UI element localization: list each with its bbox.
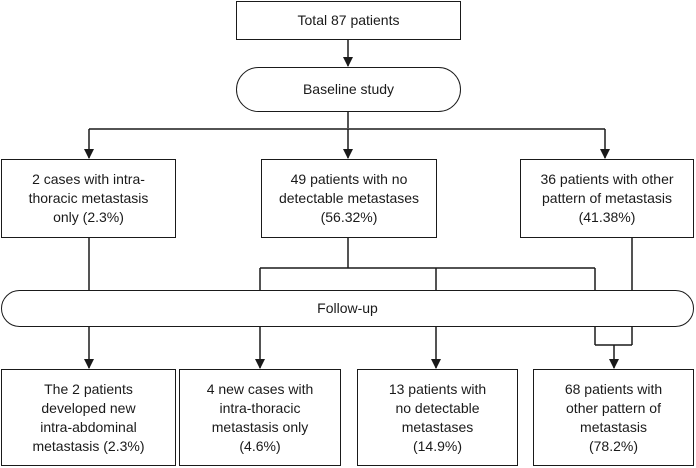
no-detectable-box: 49 patients with no detectable metastase… (261, 159, 437, 238)
intrathoracic-only-box: 2 cases with intra- thoracic metastasis … (1, 159, 176, 238)
baseline-study-label: Baseline study (302, 81, 395, 97)
followup-other-pattern-label: 68 patients with other pattern of metast… (564, 380, 663, 454)
intrathoracic-only-label: 2 cases with intra- thoracic metastasis … (28, 171, 149, 225)
follow-up-box: Follow-up (1, 290, 694, 327)
no-detectable-label: 49 patients with no detectable metastase… (278, 171, 420, 225)
other-pattern-label: 36 patients with other pattern of metast… (540, 171, 674, 225)
followup-no-detectable-box: 13 patients with no detectable metastase… (357, 369, 518, 466)
new-intraabdominal-box: The 2 patients developed new intra-abdom… (1, 369, 176, 466)
follow-up-label: Follow-up (317, 300, 378, 316)
total-patients-label: Total 87 patients (297, 12, 400, 28)
baseline-study-box: Baseline study (236, 67, 461, 112)
followup-other-pattern-box: 68 patients with other pattern of metast… (533, 369, 694, 466)
new-intraabdominal-label: The 2 patients developed new intra-abdom… (32, 380, 145, 454)
total-patients-box: Total 87 patients (236, 1, 461, 40)
new-intrathoracic-label: 4 new cases with intra-thoracic metastas… (206, 380, 314, 454)
new-intrathoracic-box: 4 new cases with intra-thoracic metastas… (179, 369, 341, 466)
other-pattern-box: 36 patients with other pattern of metast… (520, 159, 694, 238)
followup-no-detectable-label: 13 patients with no detectable metastase… (388, 380, 487, 454)
